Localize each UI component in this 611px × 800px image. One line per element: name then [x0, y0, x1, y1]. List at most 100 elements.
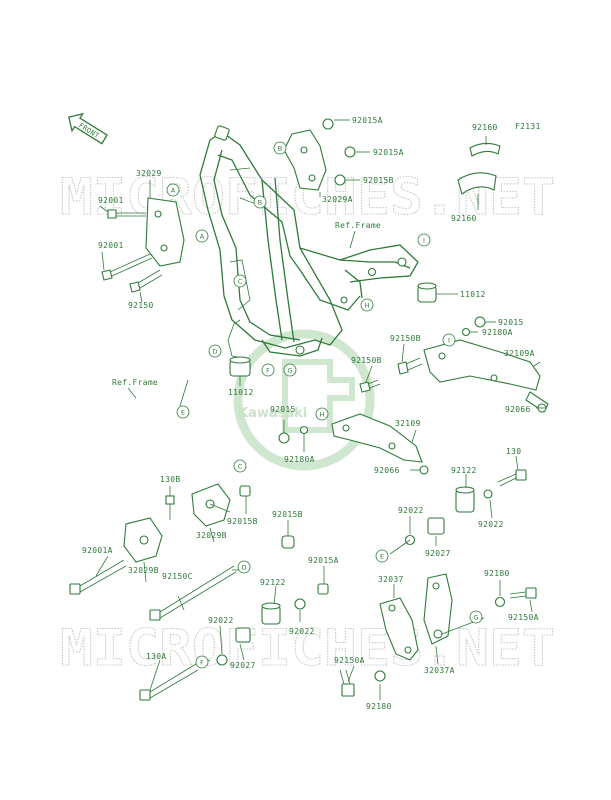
part-labels: 32029 32029A 92001 92001 92150 92015A 92… — [82, 116, 539, 711]
nut-92015-center — [278, 432, 290, 444]
kawasaki-logo-text: Kawasaki — [238, 406, 307, 421]
label-92160-1: 92160 — [472, 123, 498, 132]
bolt-130B — [165, 495, 175, 520]
bolt-92001-lower — [101, 253, 153, 281]
bushing-92160-bottom — [457, 172, 497, 195]
bolt-92150A-bottom — [339, 669, 355, 697]
label-92180-2: 92180 — [366, 702, 392, 711]
label-92015-2: 92015 — [270, 405, 296, 414]
label-92022-4: 92022 — [398, 506, 424, 515]
callout-c-2: C — [233, 459, 247, 473]
label-92150B-2: 92150B — [351, 356, 382, 365]
svg-text:G: G — [473, 614, 478, 622]
collar-11012-left — [229, 356, 251, 377]
svg-text:H: H — [365, 302, 370, 310]
svg-text:E: E — [380, 553, 384, 561]
nut-92015-right — [474, 316, 486, 328]
svg-text:D: D — [241, 564, 246, 572]
label-92001-1: 92001 — [98, 196, 124, 205]
callout-g-1: G — [283, 363, 297, 377]
label-92015B-3: 92015B — [272, 510, 303, 519]
bolt-130A — [139, 663, 199, 701]
label-130: 130 — [506, 447, 521, 456]
label-11012-1: 11012 — [460, 290, 486, 299]
label-130B: 130B — [160, 475, 180, 484]
callout-b-1: B — [273, 141, 287, 155]
spacer-92027-left — [235, 627, 251, 643]
leader-lines — [95, 119, 546, 700]
nut-92015B-1 — [334, 174, 346, 186]
bolt-92150 — [129, 269, 163, 293]
washer-92022-right-1 — [483, 489, 493, 499]
label-32029: 32029 — [136, 169, 162, 178]
lever-32037 — [379, 597, 419, 661]
label-92015B-1: 92015B — [363, 176, 394, 185]
figure-code: F2131 — [515, 122, 541, 131]
collar-92122-left — [261, 602, 281, 625]
svg-text:B: B — [278, 145, 282, 153]
label-92027-2: 92027 — [425, 549, 451, 558]
callout-e-2: E — [375, 549, 389, 563]
callout-g-2: G — [469, 610, 483, 624]
label-92066-1: 92066 — [505, 405, 531, 414]
nut-92015A-2 — [344, 146, 356, 158]
kawasaki-logo-watermark — [233, 329, 375, 471]
svg-text:B: B — [258, 199, 262, 207]
nut-92015A-1 — [322, 118, 334, 130]
ref-frame-label-left: Ref.Frame — [112, 378, 158, 387]
label-92001A: 92001A — [82, 546, 113, 555]
washer-92180-bottom — [374, 670, 386, 682]
label-32037A: 32037A — [424, 666, 455, 675]
bracket-32029A — [283, 129, 327, 191]
callout-i-1: I — [417, 233, 431, 247]
label-92066-2: 92066 — [374, 466, 400, 475]
lever-32037A — [423, 573, 453, 645]
callouts: A A B B C C D D E E F F G G H H I I — [166, 141, 483, 669]
rubber-92066-center — [419, 465, 429, 475]
label-32029A: 32029A — [322, 195, 353, 204]
bolt-92150A-right — [509, 587, 537, 599]
frame — [199, 125, 419, 359]
bolt-92150B-lower — [359, 379, 381, 393]
label-92015B-2: 92015B — [227, 517, 258, 526]
label-92015A-2: 92015A — [373, 148, 404, 157]
label-92022-3: 92022 — [478, 520, 504, 529]
label-32037: 32037 — [378, 575, 404, 584]
label-92122-1: 92122 — [260, 578, 286, 587]
callout-b-2: B — [253, 195, 267, 209]
washer-92022-left-2 — [216, 654, 228, 666]
label-130A: 130A — [146, 652, 166, 661]
label-32109A: 32109A — [504, 349, 535, 358]
label-32029B-2: 32029B — [128, 566, 159, 575]
label-92122-2: 92122 — [451, 466, 477, 475]
label-92150A-1: 92150A — [508, 613, 539, 622]
callout-a-2: A — [195, 229, 209, 243]
spacer-92027-right — [427, 517, 445, 535]
bolt-92150C — [149, 565, 237, 621]
washer-92180-right — [494, 596, 506, 608]
ref-frame-label-top: Ref.Frame — [335, 221, 381, 230]
callout-c-1: C — [233, 274, 247, 288]
svg-text:D: D — [212, 348, 217, 356]
bolt-130 — [497, 469, 527, 487]
label-92150: 92150 — [128, 301, 154, 310]
nut-92015B-3 — [281, 535, 295, 549]
svg-text:A: A — [171, 187, 176, 195]
callout-e-1: E — [176, 405, 190, 419]
nut-92015B-2 — [239, 485, 251, 497]
bolt-92150B-upper — [397, 357, 423, 375]
svg-text:I: I — [423, 237, 425, 245]
label-92015A-1: 92015A — [352, 116, 383, 125]
callout-h-2: H — [315, 407, 329, 421]
washer-92180A-center — [299, 425, 309, 435]
label-92180A-1: 92180A — [482, 328, 513, 337]
label-92022-2: 92022 — [208, 616, 234, 625]
callout-d-1: D — [208, 344, 222, 358]
front-arrow-icon: FRONT — [68, 112, 108, 145]
callout-f-1: F — [261, 363, 275, 377]
collar-11012-right — [417, 282, 437, 303]
label-92180A-2: 92180A — [284, 455, 315, 464]
watermark-text-bottom: MICROFICHES.NET — [60, 619, 555, 677]
label-92150B-1: 92150B — [390, 334, 421, 343]
label-32029B-1: 32029B — [196, 531, 227, 540]
